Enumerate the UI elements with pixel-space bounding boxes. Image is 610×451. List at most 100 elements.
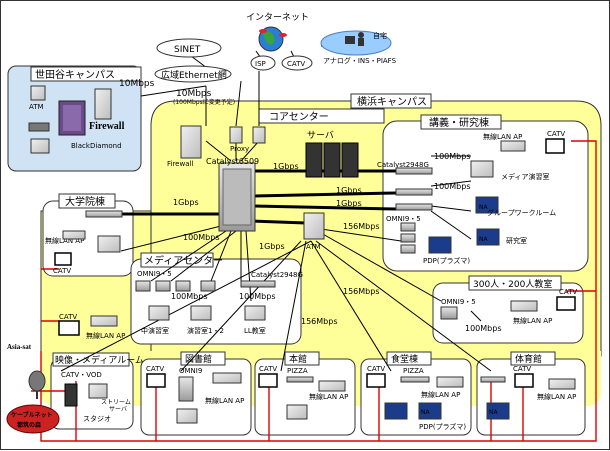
- lecture-omni-3-icon: [400, 244, 416, 254]
- lecture-omni-2-icon: [400, 233, 416, 243]
- library-title: 図書館: [185, 353, 212, 365]
- gym-tv-icon: [514, 373, 534, 388]
- catalyst6509-label: Catalyst6509: [206, 157, 259, 166]
- video-rack-icon: [64, 383, 78, 407]
- wide-ethernet-label: 広域Ethernet網: [161, 69, 227, 81]
- library-pc-icon: [176, 408, 198, 424]
- library-wlan-ap-icon: [212, 372, 242, 384]
- lecture-tv-icon: [545, 138, 565, 154]
- lecture-pdp-label: PDP(プラズマ): [423, 256, 470, 265]
- hall-catv-label: CATV: [559, 288, 577, 296]
- gym-title: 体育館: [515, 353, 542, 365]
- pdp-icon: [428, 236, 452, 254]
- setagaya-title: 世田谷キャンパス: [35, 69, 115, 81]
- cafeteria-tv-icon: [366, 373, 386, 388]
- grad-pc-icon: [97, 235, 121, 253]
- link-1gbps-2: 1Gbps: [336, 186, 362, 195]
- media-room-label: メディア演習室: [501, 172, 550, 181]
- video-pc-icon: [88, 383, 108, 399]
- hall-tv-icon: [556, 296, 576, 311]
- stream-server-label-2: サーバ: [109, 406, 127, 413]
- library-omni-label: OMNI9: [179, 367, 202, 375]
- grad-tv-icon: [54, 252, 72, 266]
- main-hall-title: 本館: [289, 353, 307, 365]
- lecture-na-2: NA: [479, 236, 488, 243]
- main-hall-pizza-icon: [286, 376, 314, 383]
- lecture-pc-1-icon: [470, 160, 494, 178]
- mc-omni-2-icon: [155, 280, 171, 292]
- home-user-icon: [345, 32, 364, 46]
- mc-switch-icon: [240, 280, 276, 288]
- lecture-pc-2-icon: [475, 196, 499, 214]
- lecture-pc-3-icon: [476, 228, 500, 246]
- setagaya-firewall-icon: [94, 88, 112, 120]
- hall-omni-label: OMNI9・5: [441, 298, 476, 306]
- cafeteria-pdp-icon: [384, 402, 408, 420]
- catv-cloud-label: CATV: [287, 60, 305, 68]
- lecture-wlan-ap-icon: [500, 140, 526, 152]
- mc-pc-3-icon: [244, 305, 266, 321]
- core-atm-label: ATM: [306, 243, 321, 251]
- hall-wlan-ap-icon: [510, 300, 538, 312]
- core-center-title: コアセンター: [269, 111, 329, 123]
- cable-net-badge: [6, 404, 60, 434]
- left-tv-icon: [58, 320, 80, 336]
- server-label: サーバ: [307, 130, 334, 141]
- server-rack-icon: [305, 142, 359, 178]
- main-hall-catv-label: CATV: [259, 365, 277, 373]
- link-1gbps-3: 1Gbps: [336, 199, 362, 208]
- sinet-label: SINET: [174, 45, 201, 55]
- lecture-omni-label: OMNI9・5: [386, 215, 421, 223]
- gym-na: NA: [489, 409, 498, 416]
- lecture-switch-label: Catalyst2948G: [377, 161, 429, 169]
- setagaya-link-note: (100Mbpsに変更予定): [173, 98, 235, 106]
- mc-omni-4-icon: [200, 280, 216, 292]
- wide-ethernet-cloud: [154, 65, 232, 83]
- setagaya-link-label: 10Mbps: [119, 79, 155, 89]
- lecture-switch-3-icon: [395, 203, 433, 211]
- studio-label: スタジオ: [83, 414, 111, 423]
- mc-pc-2-icon: [190, 305, 212, 321]
- cafeteria-na: NA: [421, 409, 430, 416]
- hall-title: 300人・200人教室: [473, 278, 552, 290]
- lecture-switch-2-icon: [395, 188, 433, 196]
- grad-catv-label: CATV: [53, 267, 71, 275]
- setagaya-router-icon: [28, 122, 50, 132]
- proxy2-icon: [252, 126, 266, 144]
- grad-wlan-label: 無線LAN AP: [45, 236, 84, 245]
- main-hall-wlan-label: 無線LAN AP: [309, 392, 348, 401]
- setagaya-link2-label: 10Mbps: [176, 89, 212, 99]
- gym-wlan-label: 無線LAN AP: [537, 392, 576, 401]
- link-100mbps-1: 100Mbps: [183, 233, 220, 242]
- core-firewall-label: Firewall: [167, 160, 193, 168]
- mc-room3-label: LL教室: [244, 326, 266, 335]
- library-catv-label: CATV: [146, 365, 164, 373]
- setagaya-title-box: [30, 66, 142, 82]
- gym-title-box: [510, 351, 556, 366]
- grad-title-box: [58, 193, 116, 209]
- main-hall-pizza-label: PIZZA: [287, 367, 308, 375]
- grad-wlan-ap-icon: [62, 230, 86, 240]
- yokohama-title-box: [350, 93, 432, 109]
- main-hall-wlan-ap-icon: [318, 380, 346, 392]
- catalyst6509-switch-icon: [218, 162, 256, 232]
- cafeteria-pizza-label: PIZZA: [403, 367, 424, 375]
- link-156mbps-2: 156Mbps: [343, 287, 380, 296]
- blackdiamond-switch-icon: [58, 100, 86, 136]
- link-156mbps-1: 156Mbps: [343, 222, 380, 231]
- mc-omni-label: OMNI9・5: [137, 270, 172, 278]
- left-wlan-label: 無線LAN AP: [86, 331, 125, 340]
- lecture-title: 講義・研究棟: [429, 116, 489, 129]
- isp-cloud: [250, 55, 276, 71]
- lab-label: 研究室: [506, 236, 527, 245]
- video-room-title-box: [52, 352, 130, 367]
- mc-omni-1-icon: [135, 280, 151, 292]
- media-center-title-box: [140, 252, 214, 268]
- catv-cloud: [281, 55, 313, 71]
- library-omni-icon: [178, 376, 194, 402]
- blackdiamond-label: BlackDiamond: [71, 142, 122, 150]
- left-catv-label: CATV: [59, 313, 77, 321]
- mc-switch-label: Catalyst2948G: [251, 271, 303, 279]
